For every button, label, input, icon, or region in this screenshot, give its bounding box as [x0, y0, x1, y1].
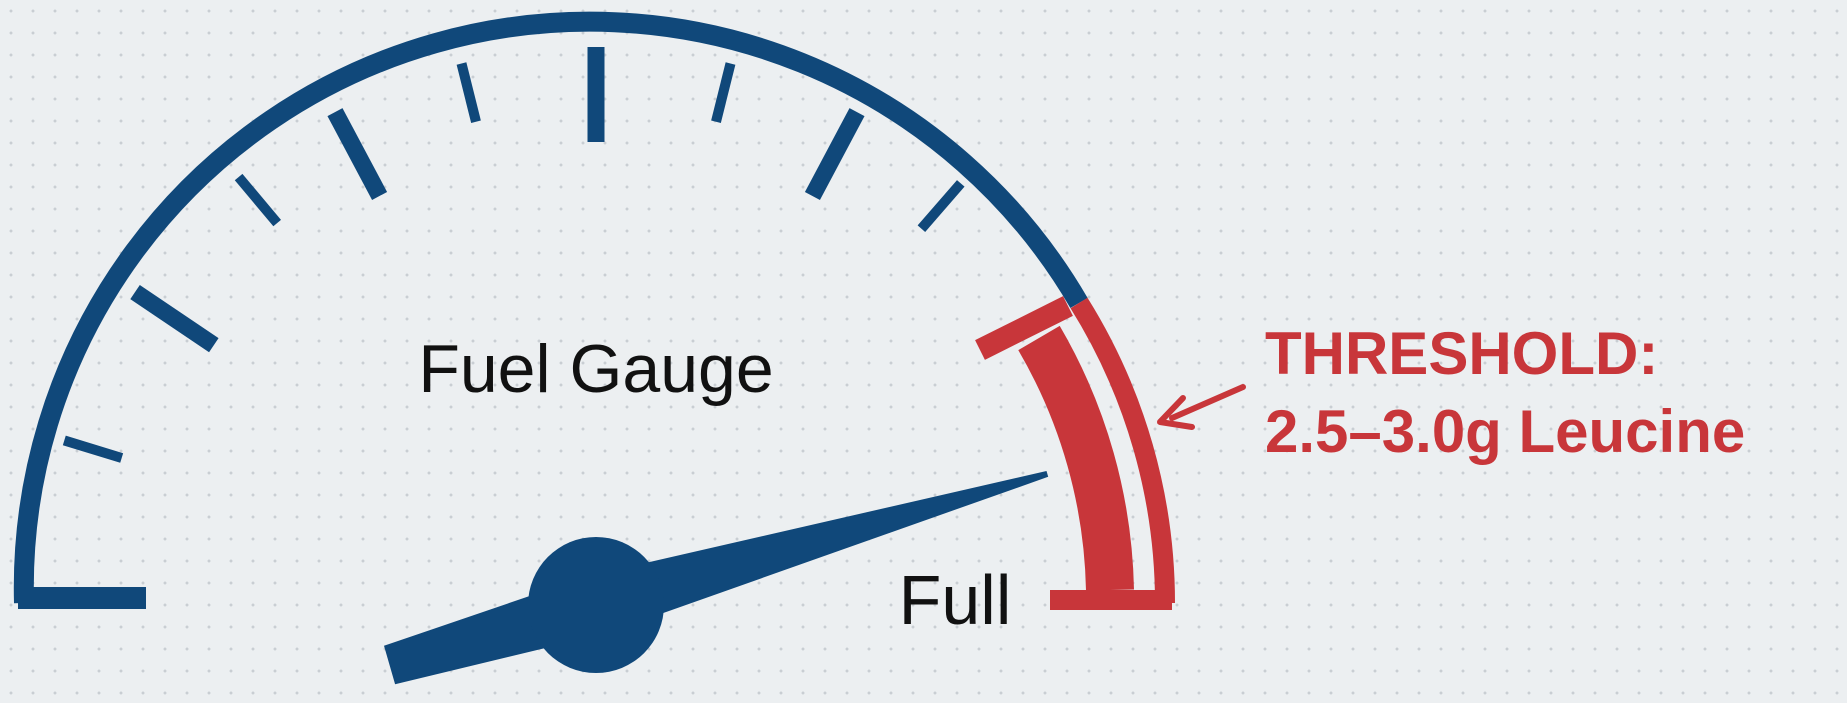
gauge-tick — [135, 292, 214, 345]
gauge-tick — [812, 112, 857, 196]
threshold-heading: THRESHOLD: — [1265, 320, 1658, 387]
threshold-inner-band — [1039, 338, 1110, 590]
gauge-tick — [335, 112, 380, 196]
gauge-tick — [461, 64, 476, 122]
needle-hub — [528, 537, 664, 673]
threshold-detail: 2.5–3.0g Leucine — [1265, 398, 1745, 465]
gauge-full-label: Full — [899, 561, 1012, 639]
gauge-tick — [716, 64, 731, 122]
gauge-tick — [64, 440, 121, 458]
gauge-tick — [239, 177, 278, 223]
gauge-title: Fuel Gauge — [418, 331, 773, 407]
threshold-arrow — [1160, 387, 1243, 427]
threshold-zone — [980, 303, 1172, 603]
gauge-tick — [921, 183, 960, 228]
